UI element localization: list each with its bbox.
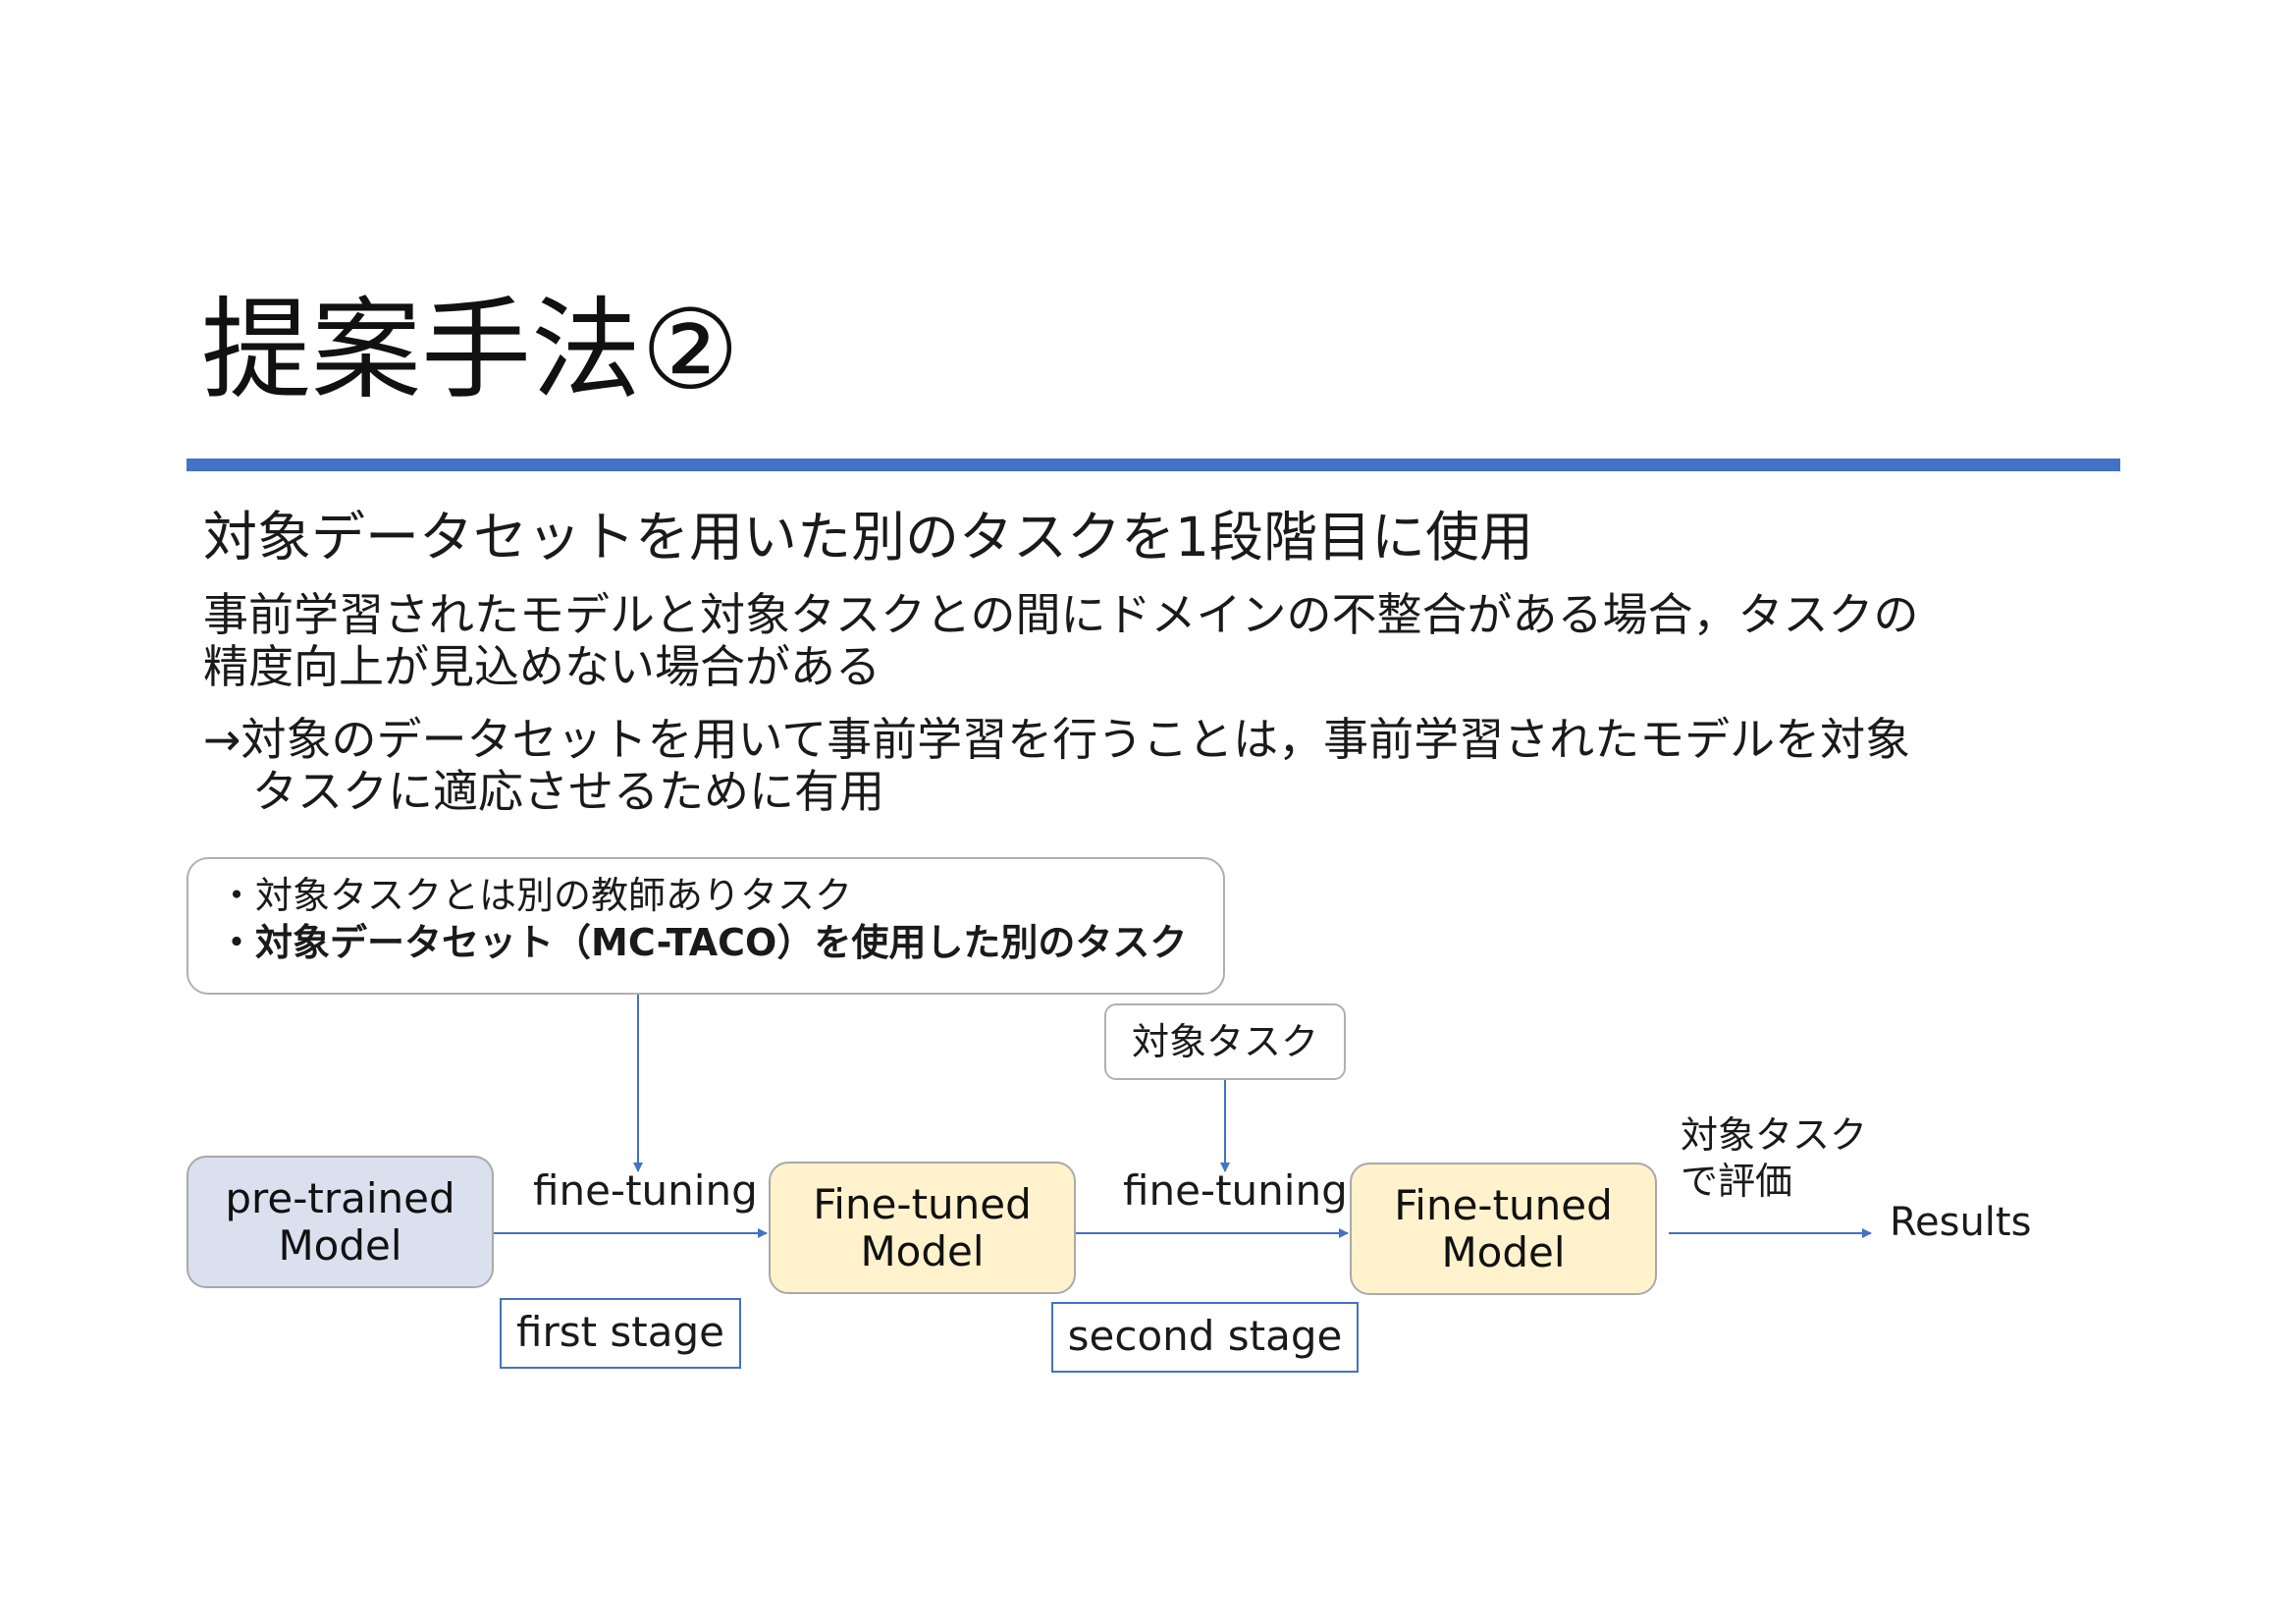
evaluation-label-line: で評価 xyxy=(1681,1160,1793,1203)
note-line-supervised-task: ・対象タスクとは別の教師ありタスク xyxy=(218,874,853,917)
target-task-box: 対象タスク xyxy=(1104,1003,1346,1080)
node-label: Fine-tuned xyxy=(813,1179,1032,1228)
pretrained-model-node: pre-trained Model xyxy=(187,1156,494,1288)
title-underline xyxy=(187,459,2120,471)
node-label: Model xyxy=(860,1226,985,1275)
note-line-mc-taco-task: ・対象データセット（MC-TACO）を使用した別のタスク xyxy=(218,921,1188,964)
node-label: Model xyxy=(1441,1227,1566,1276)
paragraph-line: タスクに適応させるために有用 xyxy=(252,765,884,818)
auxiliary-task-note: ・対象タスクとは別の教師ありタスク ・対象データセット（MC-TACO）を使用し… xyxy=(187,857,1225,995)
node-label: Model xyxy=(278,1220,402,1270)
paragraph-line: →対象のデータセットを用いて事前学習を行うことは，事前学習されたモデルを対象 xyxy=(203,713,1911,766)
node-label: Fine-tuned xyxy=(1394,1180,1613,1229)
first-stage-box: first stage xyxy=(500,1298,741,1369)
evaluation-label: 対象タスク で評価 xyxy=(1681,1112,1867,1205)
slide-title: 提案手法② xyxy=(201,287,740,414)
paragraph-domain-mismatch: 事前学習されたモデルと対象タスクとの間にドメインの不整合がある場合，タスクの 精… xyxy=(203,589,1919,693)
node-label: pre-trained xyxy=(225,1173,455,1222)
results-label: Results xyxy=(1890,1200,2032,1245)
finetuned-model-node-2: Fine-tuned Model xyxy=(1350,1163,1657,1295)
paragraph-conclusion: →対象のデータセットを用いて事前学習を行うことは，事前学習されたモデルを対象 タ… xyxy=(203,714,1910,818)
second-stage-box: second stage xyxy=(1051,1302,1359,1373)
fine-tuning-label-first: fine-tuning xyxy=(533,1166,758,1215)
paragraph-line: 事前学習されたモデルと対象タスクとの間にドメインの不整合がある場合，タスクの xyxy=(203,588,1919,641)
lead-statement: 対象データセットを用いた別のタスクを1段階目に使用 xyxy=(203,506,1533,568)
fine-tuning-label-second: fine-tuning xyxy=(1123,1166,1348,1215)
evaluation-label-line: 対象タスク xyxy=(1681,1113,1868,1157)
finetuned-model-node-1: Fine-tuned Model xyxy=(769,1162,1076,1294)
paragraph-line: 精度向上が見込めない場合がある xyxy=(203,640,881,693)
